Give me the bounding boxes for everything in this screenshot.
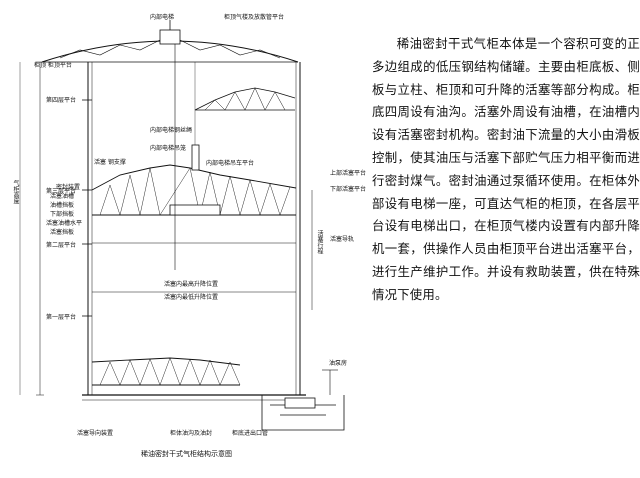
label-seal-f: 活塞挡板 bbox=[50, 229, 75, 236]
cage-platform bbox=[169, 204, 221, 216]
label-cage: 内部电梯吊笼 bbox=[150, 145, 187, 152]
description-text: 稀油密封干式气柜本体是一个容积可变的正多边组成的低压钢结构储罐。主要由柜底板、侧… bbox=[372, 36, 640, 302]
label-floor1: 第一层平台 bbox=[46, 314, 77, 321]
label-cable: 内部电梯钢丝绳 bbox=[150, 127, 193, 134]
label-seal-a: 密封装置 bbox=[56, 184, 81, 191]
label-piston-dim: 活塞行程 bbox=[316, 230, 323, 254]
piston-middle-truss bbox=[91, 164, 297, 191]
label-level-bottom: 活塞内最低升降位置 bbox=[164, 294, 219, 301]
label-bottom-left: 活塞导向装置 bbox=[77, 430, 114, 437]
elevator-cage bbox=[191, 144, 200, 171]
label-pump: 油泵房 bbox=[329, 360, 348, 367]
label-bottom-mid: 柜体油沟及油封 bbox=[170, 430, 213, 437]
roof-monitor bbox=[159, 29, 181, 45]
label-right-c: 活塞导轨 bbox=[330, 236, 355, 243]
label-level-top: 活塞内最高升降位置 bbox=[164, 281, 219, 288]
label-car-platform: 内部电梯吊车平台 bbox=[206, 160, 255, 167]
label-right-a: 上部活塞平台 bbox=[330, 170, 367, 177]
roof-truss bbox=[59, 39, 281, 59]
label-piston-roof: 活塞 钢支撑 bbox=[94, 159, 126, 166]
label-seal-e: 活塞油槽水平 bbox=[46, 220, 83, 227]
label-bottom-right: 柜底进出口管 bbox=[232, 430, 269, 437]
label-roof-platform: 柜顶 柜顶平台 bbox=[34, 62, 72, 69]
label-right-b: 下部活塞平台 bbox=[330, 186, 367, 193]
label-floor2: 第二层平台 bbox=[46, 242, 77, 249]
label-height: 气柜高度 bbox=[12, 180, 19, 204]
label-seal-c: 油槽挡板 bbox=[50, 202, 75, 209]
diagram-caption: 稀油密封干式气柜结构示意图 bbox=[141, 450, 232, 458]
label-top-right: 柜顶气楼及放散管平台 bbox=[224, 14, 285, 21]
piston-upper-truss bbox=[194, 87, 296, 111]
label-seal-b: 活塞油槽 bbox=[50, 193, 75, 200]
label-floor3: 第三层平台 bbox=[46, 188, 77, 195]
label-top-left: 内部电梯 bbox=[150, 14, 175, 21]
label-seal-d: 下部挡板 bbox=[50, 211, 75, 218]
piston-lower-truss bbox=[91, 357, 241, 366]
label-floor4: 第四层平台 bbox=[46, 97, 77, 104]
